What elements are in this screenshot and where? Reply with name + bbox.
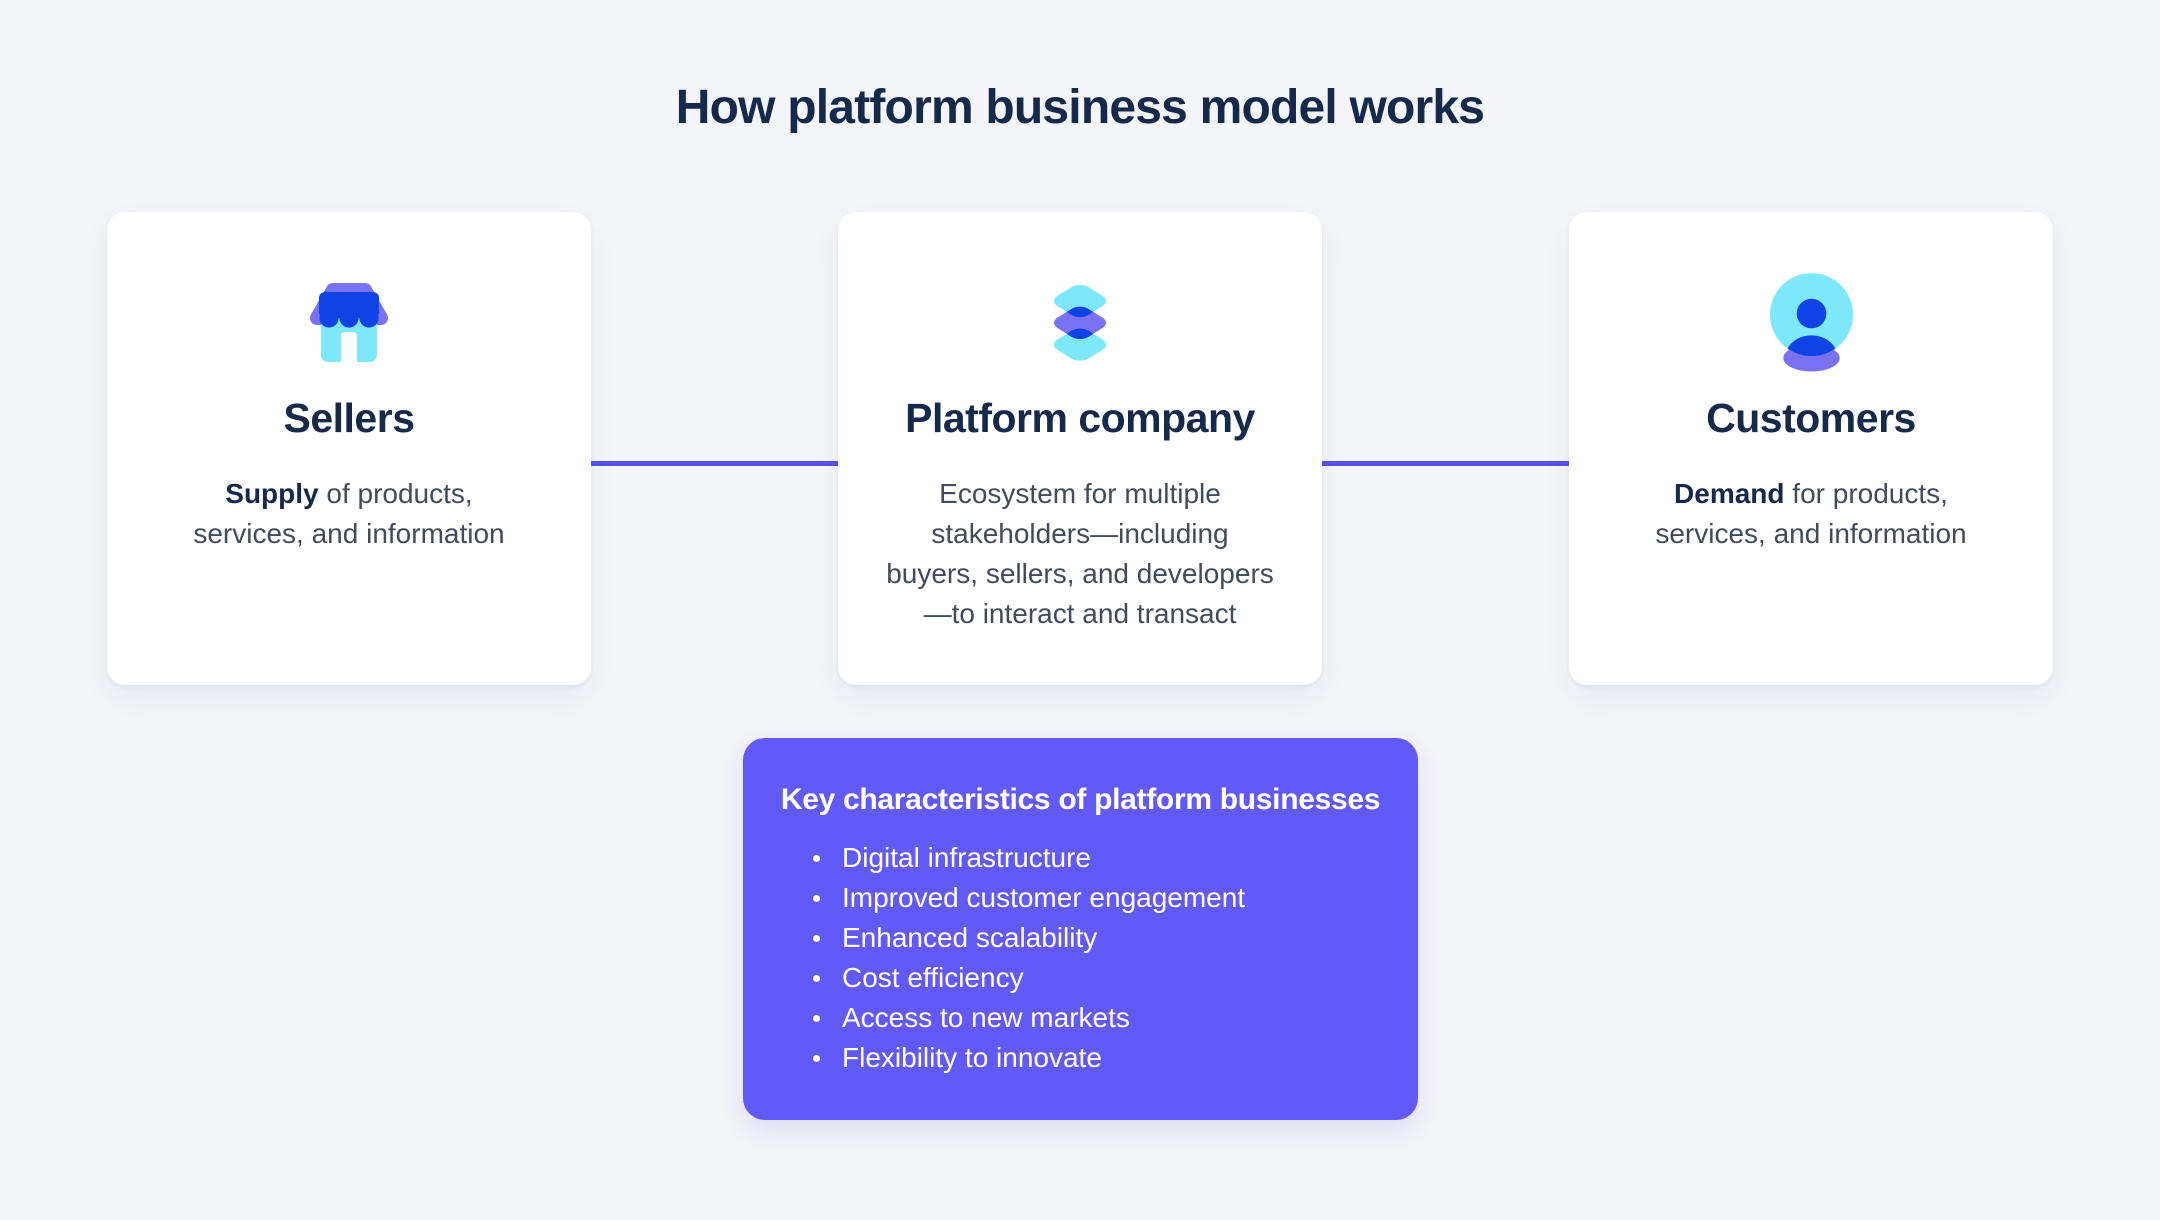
bullet-item: Cost efficiency [813, 958, 1418, 998]
page-title: How platform business model works [675, 81, 1485, 134]
bullet-item: Access to new markets [813, 998, 1418, 1038]
card-title: Customers [1706, 395, 1916, 441]
storefront-icon [303, 276, 395, 368]
connector-line-left [591, 461, 838, 466]
card-platform-company: Platform company Ecosystem for multiple … [838, 212, 1322, 685]
card-sellers: Sellers Supply of products, services, an… [107, 212, 591, 685]
panel-title: Key characteristics of platform business… [780, 783, 1381, 816]
card-customers: Customers Demand for products, services,… [1569, 212, 2053, 685]
card-description: Supply of products, services, and inform… [193, 478, 505, 549]
card-description: Demand for products, services, and infor… [1655, 478, 1967, 549]
card-title: Sellers [283, 395, 416, 441]
layers-icon [1043, 276, 1117, 368]
card-title: Platform company [905, 395, 1255, 441]
card-description: Ecosystem for multiple stakeholders—incl… [886, 478, 1274, 629]
connector-line-right [1322, 461, 1569, 466]
bullet-item: Flexibility to innovate [813, 1038, 1418, 1078]
bullet-item: Improved customer engagement [813, 878, 1418, 918]
key-characteristics-panel: Key characteristics of platform business… [743, 738, 1418, 1120]
bullet-item: Enhanced scalability [813, 918, 1418, 958]
bullet-item: Digital infrastructure [813, 838, 1418, 878]
person-icon [1768, 272, 1855, 371]
